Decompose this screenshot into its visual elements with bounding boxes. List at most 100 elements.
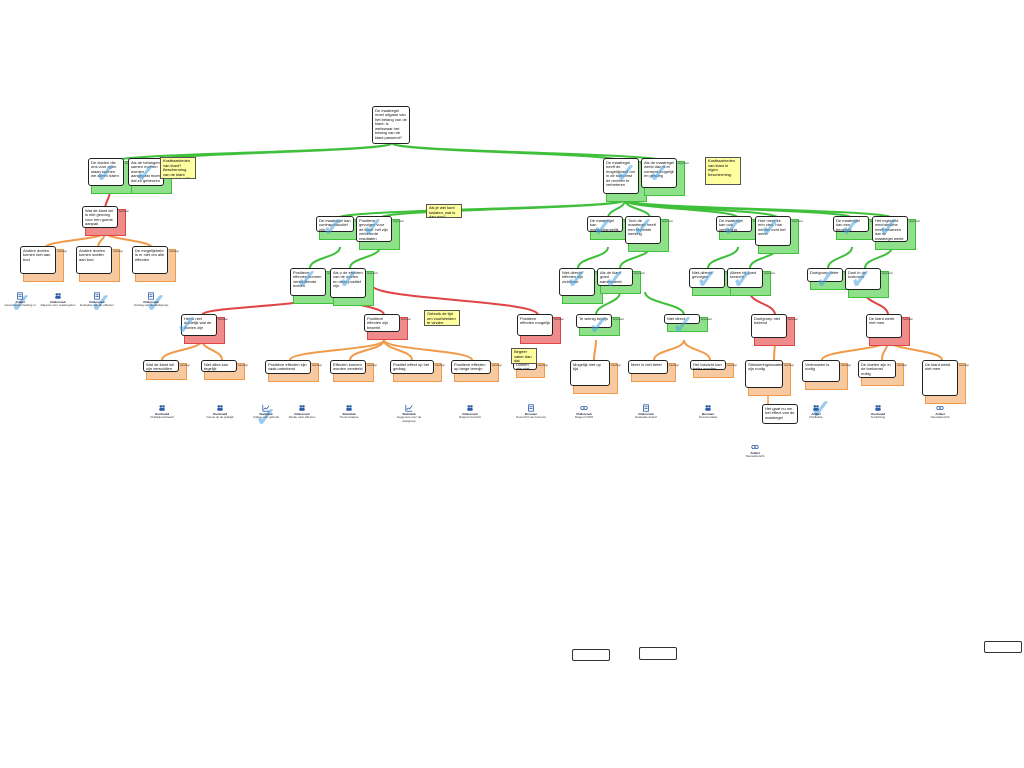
blank-button[interactable] bbox=[639, 647, 677, 660]
people-icon bbox=[467, 405, 473, 411]
source-title: Onderzoek bbox=[576, 412, 592, 416]
blank-button[interactable] bbox=[572, 649, 610, 661]
node-text: De maatregel moet uitgaan van het belang… bbox=[372, 106, 410, 144]
source-title: Onderzoek bbox=[638, 412, 654, 416]
check-icon: ✓ bbox=[878, 212, 900, 242]
check-icon: ✓ bbox=[696, 264, 718, 294]
node-type-label: weerlegt bbox=[669, 364, 679, 367]
sticky-note[interactable]: Begeer vaker dan dat anderen? bbox=[511, 348, 537, 364]
people-icon bbox=[159, 405, 165, 411]
node-text: Toch de maatregel heeft een beperkte wer… bbox=[625, 216, 661, 244]
check-icon: ✓ bbox=[296, 264, 318, 294]
source-title: Onderzoek bbox=[462, 412, 478, 416]
source-description: Trend analyse bbox=[339, 415, 359, 420]
source-description: Publicatie bbox=[809, 415, 823, 420]
check-icon: ✓ bbox=[10, 288, 32, 318]
node-text: Niet-directe effecten zijn zichtbaar bbox=[559, 268, 595, 296]
node-text: Niet-directe gevolgen bbox=[689, 268, 725, 288]
link-icon bbox=[751, 445, 759, 449]
node-text: De doelen zijn in de toekomst nuttig bbox=[858, 360, 896, 378]
root-claim-node[interactable]: De maatregel moet uitgaan van het belang… bbox=[372, 106, 418, 152]
check-icon: ✓ bbox=[588, 310, 610, 340]
claim-node[interactable]: argumentDe maatregel heeft de mogelijkhe… bbox=[603, 158, 651, 202]
sticky-note[interactable]: Kostbaarheden van klant? Bescherming van… bbox=[160, 157, 196, 179]
check-icon: ✓ bbox=[760, 212, 782, 242]
node-text: Mogelijk niet op tijd bbox=[570, 360, 610, 386]
source-title: Statistiek bbox=[259, 412, 273, 416]
rebuttal-node[interactable]: weerlegtStimuleringsmaatregelen zijn nod… bbox=[745, 360, 794, 396]
claim-node[interactable]: argumentDe doelen die ons voor ogen staa… bbox=[88, 158, 136, 194]
sub-node[interactable]: Het gaat nu om het effect van de maatreg… bbox=[762, 404, 806, 432]
source-description: Nieuwsbericht bbox=[930, 415, 950, 420]
connector-edge bbox=[827, 246, 853, 269]
node-type-label: argument bbox=[882, 272, 893, 275]
claim-node[interactable]: argumentDe maatregel kan ook vertraging … bbox=[716, 216, 764, 240]
node-type-label: weerlegt bbox=[492, 364, 502, 367]
blank-button[interactable] bbox=[984, 641, 1022, 653]
source-title: Artikel bbox=[15, 300, 25, 304]
sticky-note[interactable]: Als je wel kunt loslaten, wat is dan nog… bbox=[426, 204, 462, 218]
people-icon bbox=[705, 405, 711, 411]
claim-node[interactable]: argumentDoelgroep beter bbox=[807, 268, 855, 290]
sticky-note[interactable]: Kostbaarheden van klant in eigen bescher… bbox=[705, 157, 741, 185]
sticky-note[interactable]: Gebruik de tijd om voorbeelden te vinden… bbox=[424, 310, 460, 326]
check-icon: ✓ bbox=[648, 158, 670, 188]
node-text: Als de maatregel werkt dan is er consent… bbox=[641, 158, 677, 188]
